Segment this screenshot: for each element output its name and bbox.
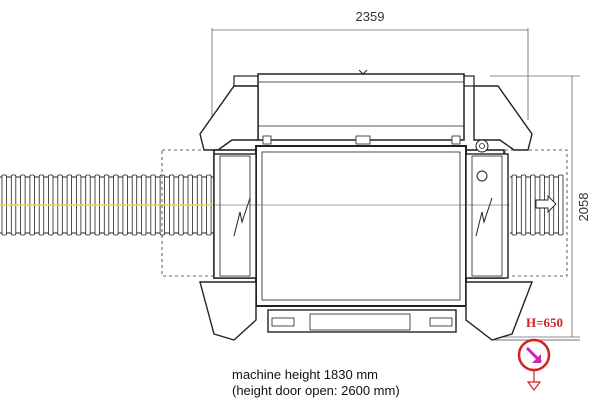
break-symbol-left — [233, 197, 251, 237]
break-symbol-right — [475, 197, 493, 237]
width-dimension-label: 2359 — [356, 9, 385, 24]
conveyor-roller — [520, 174, 527, 236]
width-dimension — [211, 28, 529, 120]
depth-dimension — [490, 75, 580, 338]
machine-height-note: machine height 1830 mm — [232, 367, 378, 382]
infeed-envelope — [161, 149, 225, 277]
working-height-label: H=650 — [526, 315, 563, 330]
shaft-fitting — [475, 139, 489, 153]
arrow-right-icon — [535, 194, 557, 214]
infeed-conveyor — [0, 174, 215, 236]
operator-direction-icon — [494, 338, 580, 391]
conveyor-roller — [530, 174, 536, 236]
door-open-height-note: (height door open: 2600 mm) — [232, 383, 400, 398]
sensor-fitting — [476, 170, 488, 182]
depth-dimension-label: 2058 — [576, 193, 591, 222]
conveyor-roller — [511, 174, 517, 236]
conveyor-roller — [558, 174, 564, 236]
